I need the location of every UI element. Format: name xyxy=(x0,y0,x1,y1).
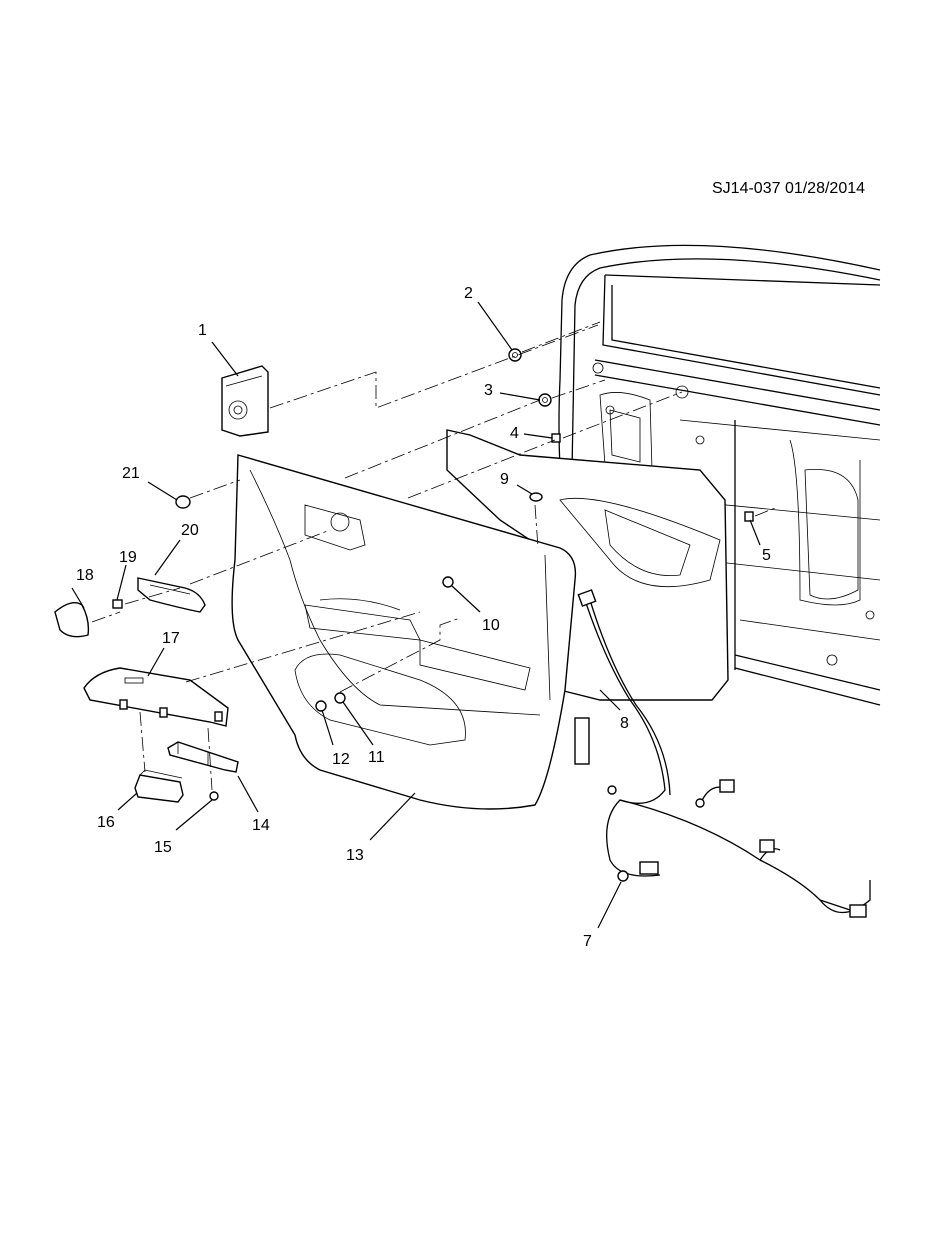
fastener-2 xyxy=(508,348,522,362)
callout-11: 11 xyxy=(368,749,385,766)
fastener-15 xyxy=(209,791,219,801)
callout-12: 12 xyxy=(332,751,350,768)
part-16-window-switch xyxy=(134,769,184,803)
part-14-bracket xyxy=(167,741,239,773)
callout-16: 16 xyxy=(97,814,115,831)
callout-13: 13 xyxy=(346,847,364,864)
fastener-5 xyxy=(744,511,754,522)
callout-1: 1 xyxy=(198,322,207,339)
callout-5: 5 xyxy=(762,547,771,564)
part-17-armrest-trim xyxy=(83,667,229,727)
wiring-harness xyxy=(574,589,871,918)
callout-18: 18 xyxy=(76,567,94,584)
callout-17: 17 xyxy=(162,630,180,647)
callout-15: 15 xyxy=(154,839,172,856)
fastener-10 xyxy=(442,576,454,588)
callout-2: 2 xyxy=(464,285,473,302)
fastener-3 xyxy=(538,393,552,407)
door-trim-panel xyxy=(231,454,577,810)
callout-labels: 1 2 3 4 5 7 8 9 10 11 12 13 14 15 16 17 … xyxy=(76,285,771,950)
callout-8: 8 xyxy=(620,715,629,732)
diagram-reference-code: SJ14-037 01/28/2014 xyxy=(712,180,866,197)
water-deflector xyxy=(446,429,729,701)
fastener-12 xyxy=(315,700,327,712)
fastener-9 xyxy=(529,492,543,502)
leader-lines xyxy=(71,301,761,929)
callout-9: 9 xyxy=(500,471,509,488)
callout-4: 4 xyxy=(510,425,519,442)
callout-3: 3 xyxy=(484,382,493,399)
callout-7: 7 xyxy=(583,933,592,950)
part-18-handle-bezel xyxy=(54,602,90,638)
fastener-21 xyxy=(175,495,191,509)
callout-19: 19 xyxy=(119,549,137,566)
callout-10: 10 xyxy=(482,617,500,634)
part-20-inside-handle xyxy=(137,577,206,613)
alignment-lines xyxy=(91,321,776,791)
callout-14: 14 xyxy=(252,817,270,834)
part-1-mirror-cover xyxy=(221,365,269,437)
fastener-19 xyxy=(112,599,123,609)
fastener-11 xyxy=(334,692,346,704)
callout-20: 20 xyxy=(181,522,199,539)
callout-21: 21 xyxy=(122,465,140,482)
